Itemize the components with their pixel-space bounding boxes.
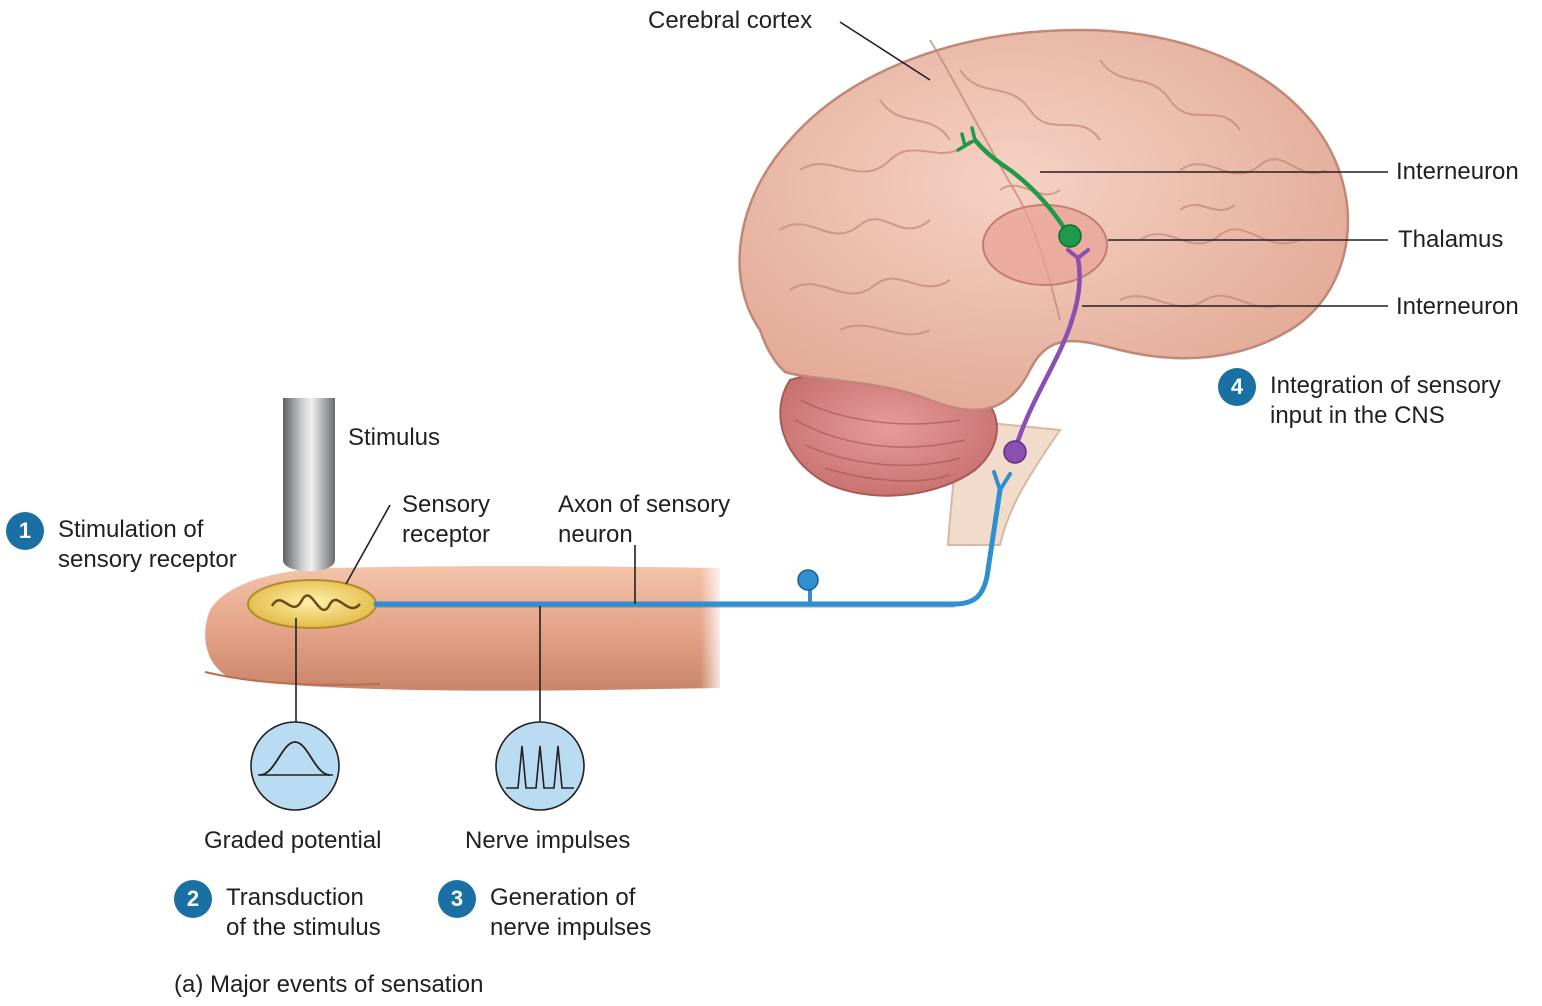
label-sensory-receptor-line2: receptor	[402, 521, 491, 548]
step-3: 3 Generation of nerve impulses	[438, 880, 651, 943]
step-4-line1: Integration of sensory	[1270, 372, 1501, 399]
step-2-line1: Transduction	[226, 884, 364, 911]
step-2: 2 Transduction of the stimulus	[174, 880, 381, 943]
sensory-neuron-cell-body	[797, 569, 819, 591]
thalamus-region	[982, 204, 1108, 286]
step-2-badge: 2	[174, 880, 212, 918]
label-nerve-impulses: Nerve impulses	[465, 827, 631, 854]
step-2-text: Transduction of the stimulus	[226, 883, 381, 943]
step-2-line2: of the stimulus	[226, 914, 381, 941]
label-sensory-receptor-line1: Sensory	[402, 491, 491, 518]
step-4-text: Integration of sensory input in the CNS	[1270, 371, 1501, 431]
label-interneuron-bottom: Interneuron	[1396, 293, 1519, 320]
step-3-line1: Generation of	[490, 884, 636, 911]
step-4-line2: input in the CNS	[1270, 402, 1445, 429]
cerebellum-folia	[794, 399, 966, 482]
interneuron-purple-axon	[1012, 257, 1082, 451]
step-1-line2: sensory receptor	[58, 546, 237, 573]
nerve-impulses-graph-icon	[495, 721, 585, 811]
sensory-neuron-terminal	[992, 470, 1012, 492]
sensory-receptor	[247, 579, 377, 629]
interneuron-purple-cell-body	[1003, 440, 1027, 464]
label-stimulus: Stimulus	[348, 424, 441, 451]
graded-potential-graph-icon	[250, 721, 340, 811]
label-interneuron-top: Interneuron	[1396, 158, 1519, 185]
label-axon-line2: neuron	[558, 521, 633, 548]
interneuron-green-axon	[973, 138, 1070, 236]
label-axon-of-sensory-neuron: Axon of sensory neuron	[558, 490, 730, 550]
label-sensory-receptor: Sensory receptor	[402, 490, 490, 550]
figure-caption: (a) Major events of sensation	[174, 971, 484, 998]
leader-lines	[295, 21, 1388, 722]
step-3-badge: 3	[438, 880, 476, 918]
stimulus-probe-icon	[283, 398, 335, 572]
step-1-badge: 1	[6, 512, 44, 550]
step-4-badge: 4	[1218, 368, 1256, 406]
sensory-neuron-axon	[373, 487, 1003, 607]
label-graded-potential: Graded potential	[204, 827, 382, 854]
step-1: 1 Stimulation of sensory receptor	[6, 512, 237, 575]
step-4: 4 Integration of sensory input in the CN…	[1218, 368, 1501, 431]
step-1-line1: Stimulation of	[58, 516, 204, 543]
step-1-text: Stimulation of sensory receptor	[58, 515, 237, 575]
interneuron-green-cell-body	[1058, 224, 1082, 248]
step-3-line2: nerve impulses	[490, 914, 652, 941]
label-axon-line1: Axon of sensory	[558, 491, 731, 518]
label-cerebral-cortex: Cerebral cortex	[648, 7, 813, 34]
step-3-text: Generation of nerve impulses	[490, 883, 651, 943]
label-thalamus: Thalamus	[1398, 226, 1504, 253]
